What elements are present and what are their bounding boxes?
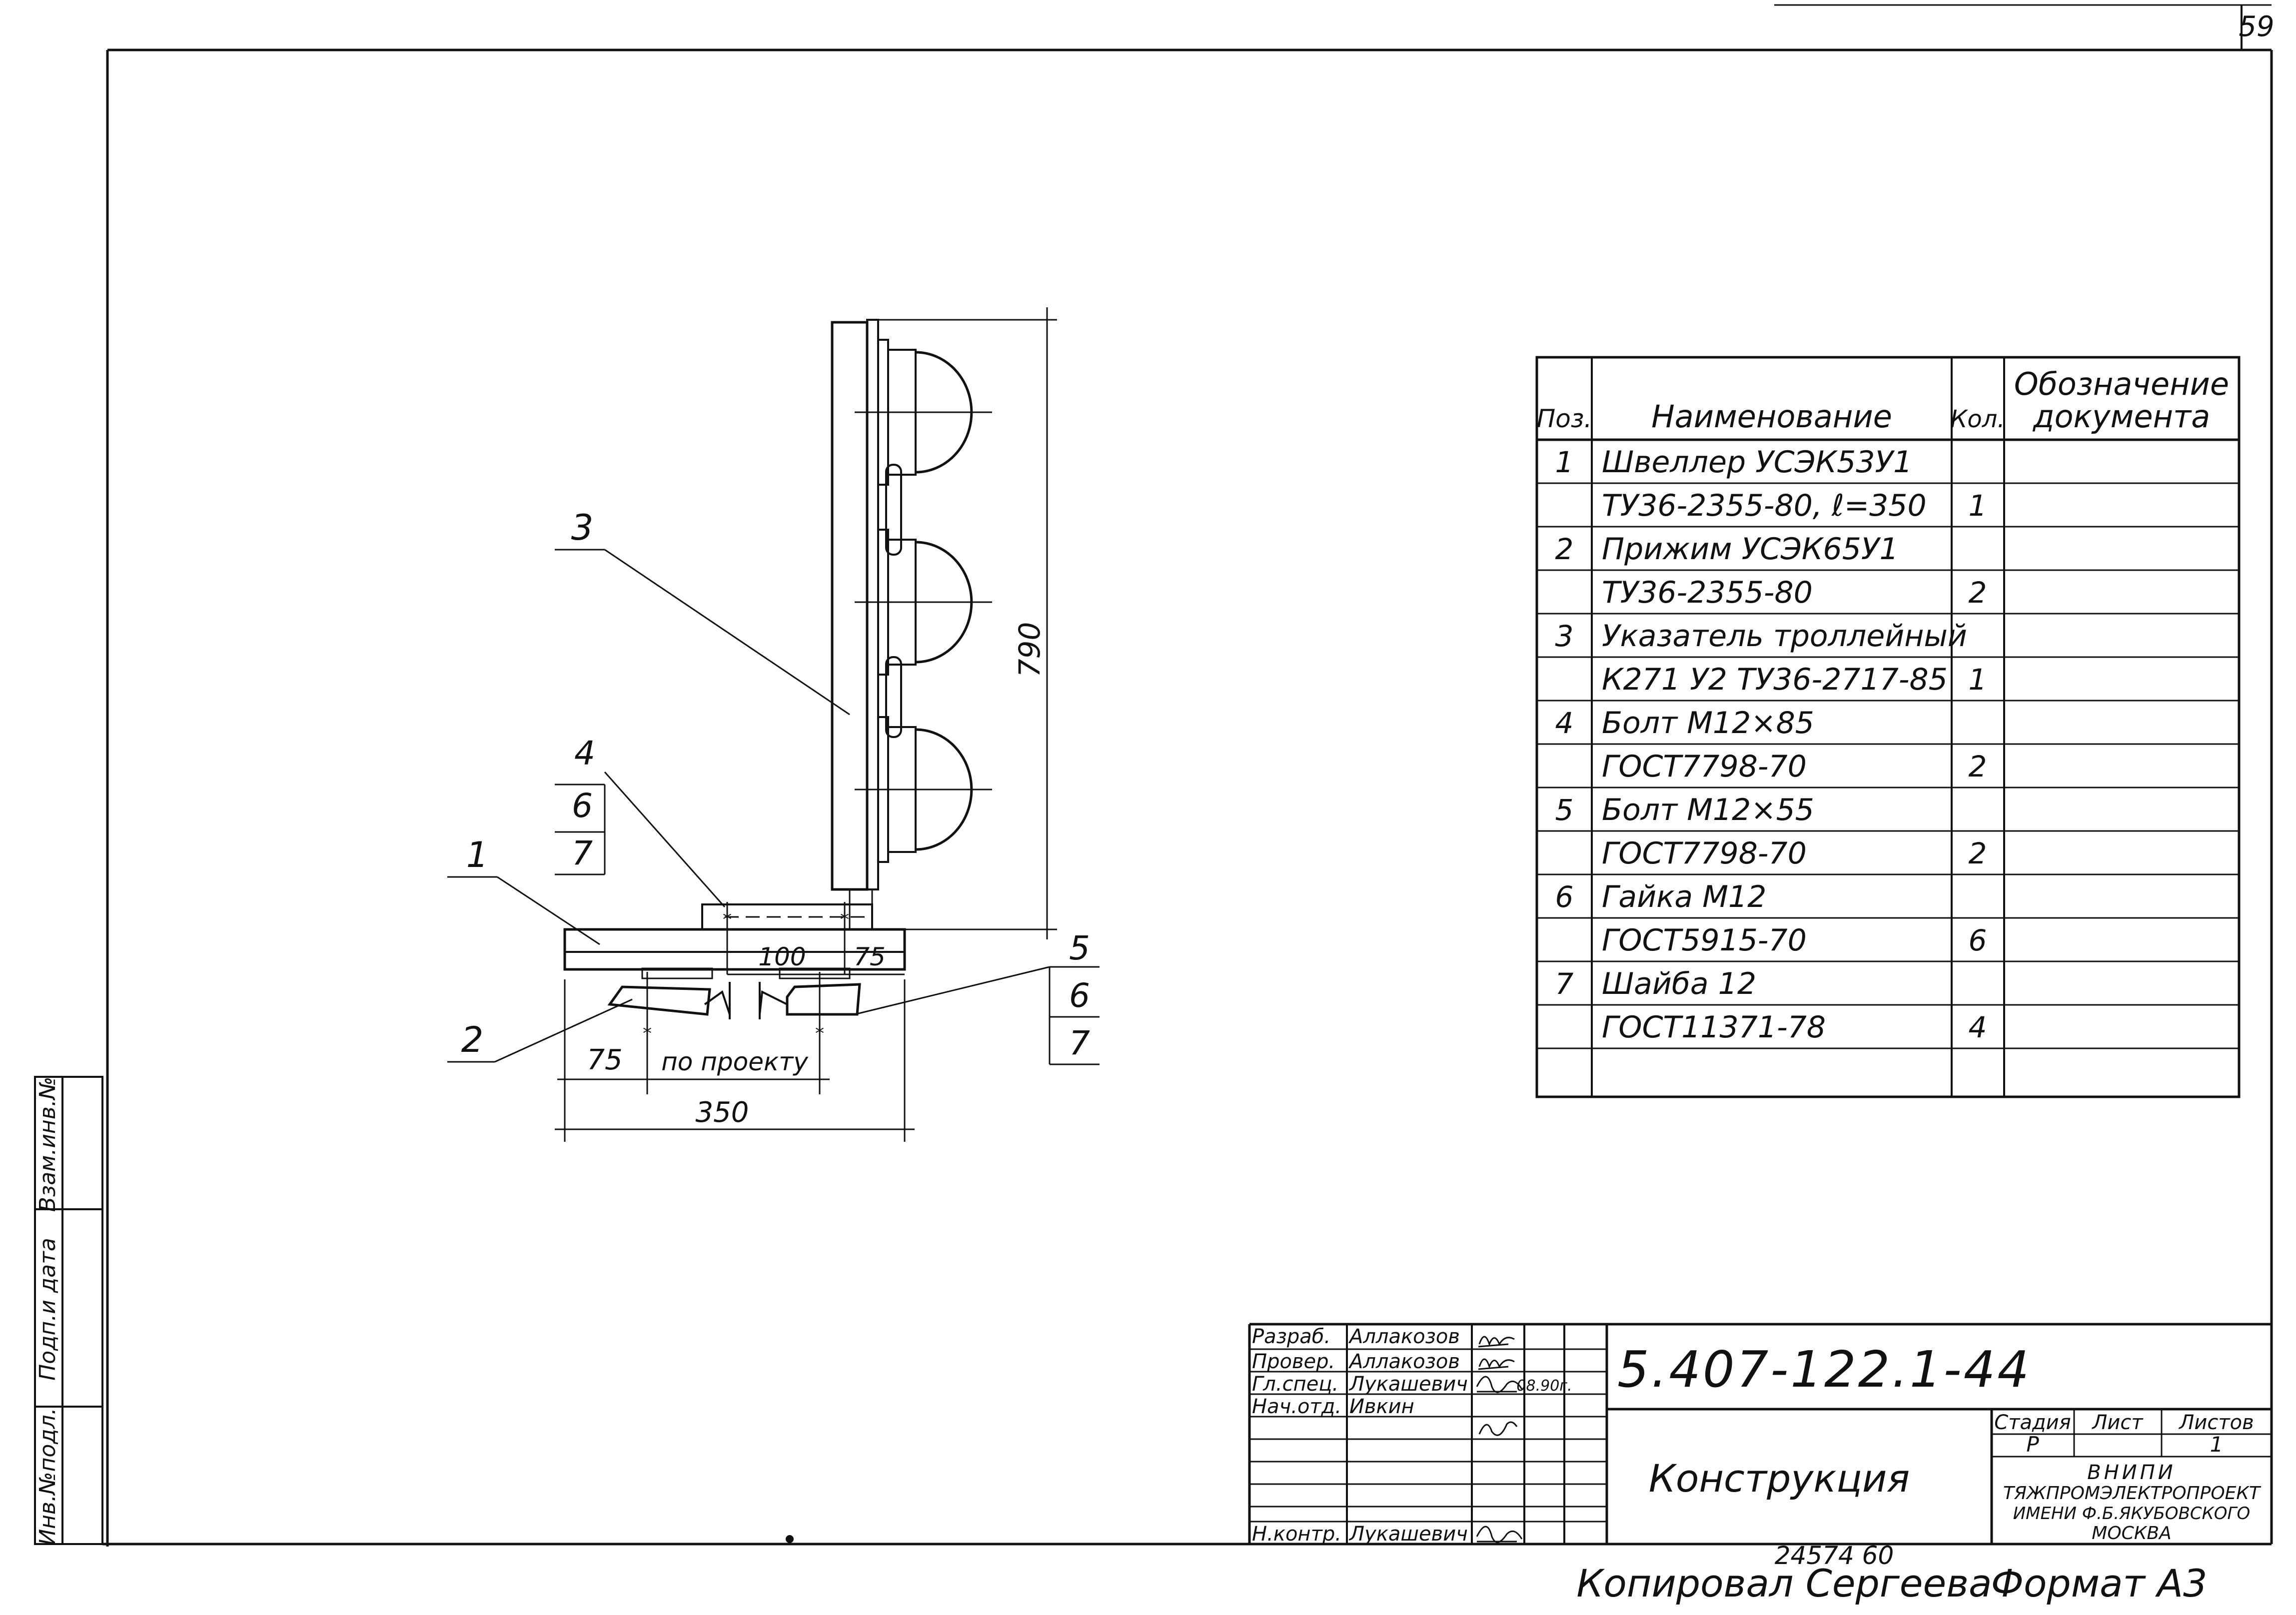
callout-2: 2 — [461, 1019, 484, 1060]
org-line-1: ВНИПИ — [2087, 1461, 2176, 1484]
dim-by-project: по проекту — [661, 1047, 809, 1076]
spec-cell-pos: 7 — [1555, 967, 1574, 1001]
header-pos: Поз. — [1537, 404, 1592, 433]
bolt-mark-3: * — [643, 1023, 652, 1044]
stage-value: Р — [2026, 1432, 2039, 1457]
spec-cell-pos: 6 — [1555, 880, 1574, 914]
dimensions: 790 100 75 75 по проекту 350 — [555, 307, 1057, 1142]
spec-cell-pos: 2 — [1555, 532, 1574, 566]
callout-7a: 7 — [572, 834, 593, 872]
role-label: Гл.спец. — [1252, 1373, 1338, 1396]
role-person: Ивкин — [1349, 1395, 1414, 1418]
bolt-mark-2: * — [840, 909, 849, 930]
spec-cell-qty: 6 — [1969, 923, 1987, 957]
lamp-middle — [855, 529, 992, 676]
spec-cell-pos: 5 — [1555, 793, 1574, 827]
bolt-mark-1: * — [723, 909, 732, 930]
callout-1: 1 — [466, 834, 489, 875]
org-line-4: МОСКВА — [2092, 1523, 2171, 1544]
header-qty: Кол. — [1950, 405, 2005, 433]
spec-cell-qty: 1 — [1969, 663, 1987, 697]
dim-75-top: 75 — [854, 942, 886, 971]
spec-cell-name: Шайба 12 — [1602, 966, 1756, 1001]
callout-4: 4 — [574, 734, 595, 773]
footer-number: 24574 60 — [1775, 1541, 1894, 1570]
spec-cell-name: Болт М12×55 — [1602, 793, 1814, 827]
stage-header: Стадия — [1994, 1411, 2071, 1434]
sheet-frame — [102, 4, 2273, 1547]
org-line-2: ТЯЖПРОМЭЛЕКТРОПРОЕКТ — [2003, 1483, 2262, 1504]
footer-copied: Копировал Сергеева — [1576, 1561, 1992, 1606]
document-code: 5.407-122.1-44 — [1617, 1340, 2031, 1399]
lamp-top — [855, 339, 992, 486]
spec-cell-name: ГОСТ7798-70 — [1602, 749, 1807, 784]
spec-cell-name: ТУ36-2355-80 — [1602, 575, 1813, 610]
sheets-header: Листов — [2178, 1411, 2254, 1434]
stamp-inv-podl: Инв.№подл. — [35, 1408, 60, 1546]
role-label: Разраб. — [1252, 1325, 1330, 1348]
spec-cell-pos: 4 — [1555, 706, 1574, 740]
spec-cell-name: Прижим УСЭК65У1 — [1602, 532, 1899, 567]
callout-3: 3 — [571, 507, 594, 548]
dim-100: 100 — [758, 942, 806, 971]
document-title: Конструкция — [1649, 1456, 1910, 1501]
spec-cell-name: Болт М12×85 — [1602, 706, 1814, 741]
role-label: Н.контр. — [1252, 1523, 1341, 1546]
role-label: Провер. — [1252, 1350, 1335, 1373]
page-number: 59 — [2239, 10, 2274, 43]
role-date: 08.90г. — [1516, 1377, 1572, 1395]
spec-cell-name: ГОСТ7798-70 — [1602, 836, 1807, 871]
side-stamp: Взам.инв.№ Подп.и дата Инв.№подл. — [34, 1076, 103, 1546]
callout-7b: 7 — [1069, 1024, 1090, 1062]
spec-cell-qty: 4 — [1969, 1010, 1987, 1044]
role-person: Аллакозов — [1348, 1350, 1460, 1373]
lamp-bottom — [855, 716, 992, 863]
spec-cell-pos: 3 — [1555, 619, 1574, 653]
dim-width: 350 — [696, 1096, 749, 1129]
spec-cell-pos: 1 — [1555, 445, 1574, 479]
footer-format: Формат А3 — [1991, 1561, 2208, 1606]
leaders: 3 4 6 7 1 2 5 6 7 — [447, 507, 1100, 1065]
callout-6a: 6 — [572, 787, 593, 825]
header-designation-line1: Обозначение — [2014, 366, 2229, 402]
callout-6b: 6 — [1069, 976, 1090, 1015]
dim-75-bottom: 75 — [587, 1044, 622, 1076]
spec-cell-qty: 1 — [1969, 489, 1987, 523]
stamp-podp-data: Подп.и дата — [35, 1238, 60, 1381]
sheet-header: Лист — [2091, 1411, 2144, 1434]
spec-cell-name: Швеллер УСЭК53У1 — [1602, 445, 1912, 480]
sheets-value: 1 — [2210, 1432, 2224, 1457]
spec-cell-name: Гайка М12 — [1602, 879, 1766, 914]
spec-cell-name: ГОСТ11371-78 — [1602, 1010, 1826, 1045]
spec-cell-qty: 2 — [1969, 836, 1987, 870]
spec-cell-name: К271 У2 ТУ36-2717-85 — [1602, 662, 1948, 697]
header-designation-line2: документа — [2033, 398, 2211, 435]
assembly-drawing: * * * * — [563, 319, 992, 1094]
spec-cell-name: ТУ36-2355-80, ℓ=350 — [1602, 488, 1927, 523]
spec-cell-qty: 2 — [1969, 576, 1987, 610]
signatures — [1476, 1336, 1523, 1543]
role-person: Лукашевич — [1348, 1373, 1468, 1396]
role-person: Лукашевич — [1348, 1523, 1468, 1546]
role-person: Аллакозов — [1348, 1325, 1460, 1348]
org-line-3: ИМЕНИ Ф.Б.ЯКУБОВСКОГО — [2013, 1504, 2251, 1524]
stamp-vzam-inv: Взам.инв.№ — [35, 1077, 60, 1212]
bolt-mark-4: * — [815, 1023, 824, 1044]
dot-mark — [786, 1535, 794, 1543]
header-name: Наименование — [1651, 398, 1892, 435]
role-rows: Разраб.АллакозовПровер.АллакозовГл.спец.… — [1252, 1325, 1572, 1546]
spec-cell-name: ГОСТ5915-70 — [1602, 923, 1807, 958]
title-block: 5.407-122.1-44 Конструкция Стадия Лист Л… — [1248, 1323, 2272, 1546]
spec-cell-name: Указатель троллейный — [1602, 619, 1967, 654]
dim-height: 790 — [1013, 622, 1047, 678]
callout-5: 5 — [1069, 929, 1090, 967]
role-label: Нач.отд. — [1252, 1395, 1341, 1418]
spec-cell-qty: 2 — [1969, 750, 1987, 784]
